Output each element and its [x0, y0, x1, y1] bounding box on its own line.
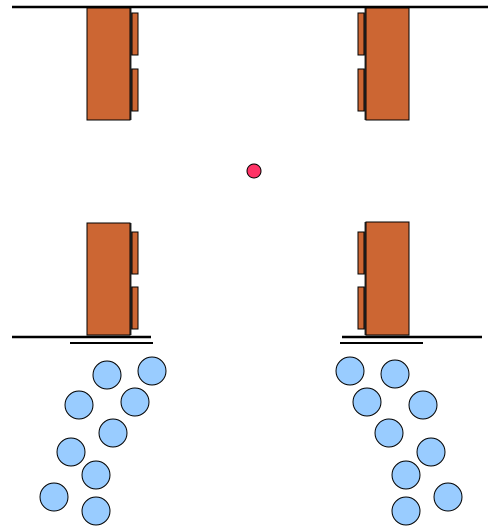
- person: [352, 387, 382, 417]
- desk: [86, 7, 131, 121]
- chair: [131, 12, 139, 56]
- chair: [357, 286, 365, 330]
- person: [433, 482, 463, 512]
- desk-unit-top-right: [357, 7, 410, 121]
- target-marker: [246, 163, 262, 179]
- person: [391, 496, 421, 526]
- person: [81, 496, 111, 526]
- desk-unit-bottom-left: [86, 222, 139, 336]
- people-left-group: [39, 356, 167, 526]
- person: [98, 418, 128, 448]
- person: [408, 390, 438, 420]
- desk: [365, 221, 410, 336]
- person: [39, 482, 69, 512]
- person: [92, 360, 122, 390]
- desk-unit-top-left: [86, 7, 139, 121]
- desk-unit-bottom-right: [357, 221, 410, 336]
- person: [137, 356, 167, 386]
- person: [120, 387, 150, 417]
- chair: [357, 12, 365, 56]
- chair: [357, 231, 365, 275]
- chair: [357, 68, 365, 112]
- desk: [365, 7, 410, 121]
- person: [380, 359, 410, 389]
- chair: [131, 286, 139, 330]
- person: [335, 356, 365, 386]
- person: [64, 390, 94, 420]
- person: [416, 437, 446, 467]
- chair: [131, 68, 139, 112]
- person: [374, 418, 404, 448]
- chair: [131, 231, 139, 275]
- desk: [86, 222, 131, 336]
- person: [56, 437, 86, 467]
- person: [81, 460, 111, 490]
- person: [391, 460, 421, 490]
- people-right-group: [335, 356, 463, 526]
